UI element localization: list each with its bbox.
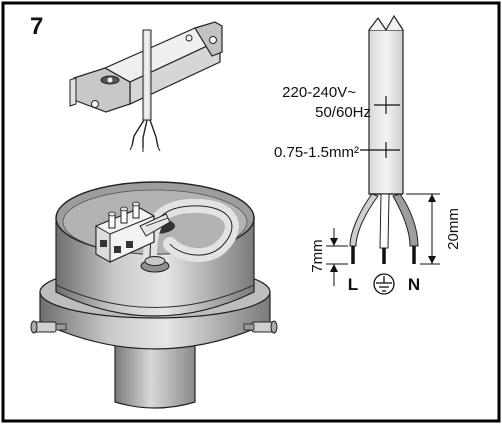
- terminal-block: [95, 201, 155, 263]
- step-number: 7: [30, 13, 43, 40]
- dimension-7mm-label: 7mm: [309, 239, 326, 272]
- ground-icon: [373, 273, 395, 295]
- voltage-label: 220-240V~: [282, 84, 356, 101]
- side-screw-left: [30, 320, 67, 334]
- neutral-label: N: [408, 275, 420, 294]
- live-label: L: [348, 275, 358, 294]
- frequency-label: 50/60Hz: [315, 104, 371, 121]
- dimension-20mm: 20mm: [406, 193, 462, 265]
- mounting-bracket: [69, 21, 223, 152]
- side-screw-right: [243, 320, 278, 334]
- dimension-7mm: 7mm: [309, 228, 348, 286]
- dimension-20mm-label: 20mm: [445, 208, 462, 250]
- cross-section-label: 0.75-1.5mm²: [274, 144, 359, 161]
- lamp-base: [30, 181, 278, 409]
